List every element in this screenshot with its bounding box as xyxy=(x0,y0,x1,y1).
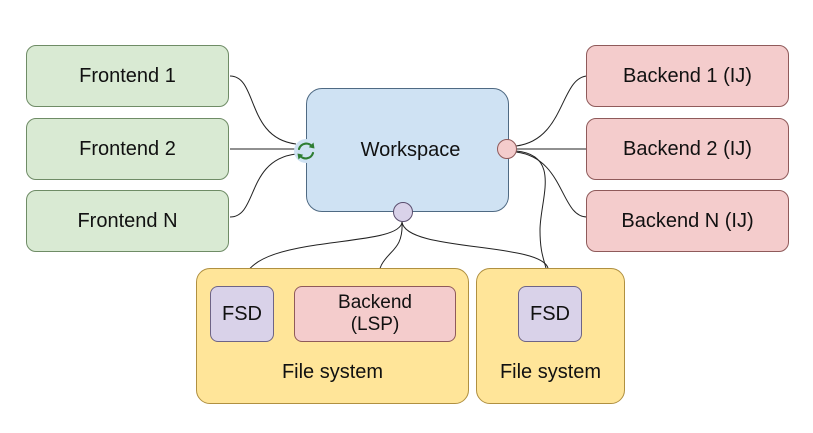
wire-fsport-to-right xyxy=(401,221,549,269)
wire-port-to-fsd-right xyxy=(515,150,549,287)
workspace-box: Workspace xyxy=(306,88,509,212)
backend-box-n: Backend N (IJ) xyxy=(586,190,789,252)
backend-box-2: Backend 2 (IJ) xyxy=(586,118,789,180)
frontend-label: Frontend N xyxy=(77,210,178,232)
wire-backend-1 xyxy=(515,75,588,147)
sync-icon xyxy=(294,139,318,163)
frontend-label: Frontend 2 xyxy=(79,138,176,160)
backend-label: Backend 1 (IJ) xyxy=(623,65,752,87)
wire-frontend-1 xyxy=(229,75,297,145)
backend-port-dot xyxy=(497,139,517,159)
fsd-box-left: FSD xyxy=(210,286,274,342)
wire-backend-n xyxy=(515,151,588,218)
fs-port-dot xyxy=(393,202,413,222)
frontend-box-2: Frontend 2 xyxy=(26,118,229,180)
fsd-label: FSD xyxy=(530,303,570,325)
fsd-box-right: FSD xyxy=(518,286,582,342)
backend-label: Backend 2 (IJ) xyxy=(623,138,752,160)
frontend-box-1: Frontend 1 xyxy=(26,45,229,107)
backend-lsp-box: Backend (LSP) xyxy=(294,286,456,342)
backend-label: Backend N (IJ) xyxy=(621,210,754,232)
frontend-label: Frontend 1 xyxy=(79,65,176,87)
file-system-label-right: File system xyxy=(499,361,602,383)
backend-box-1: Backend 1 (IJ) xyxy=(586,45,789,107)
workspace-label: Workspace xyxy=(360,139,461,161)
file-system-label-left: File system xyxy=(281,361,384,383)
frontend-box-n: Frontend N xyxy=(26,190,229,252)
backend-lsp-label: Backend (LSP) xyxy=(338,292,412,335)
wire-frontend-n xyxy=(229,153,297,218)
fsd-label: FSD xyxy=(222,303,262,325)
